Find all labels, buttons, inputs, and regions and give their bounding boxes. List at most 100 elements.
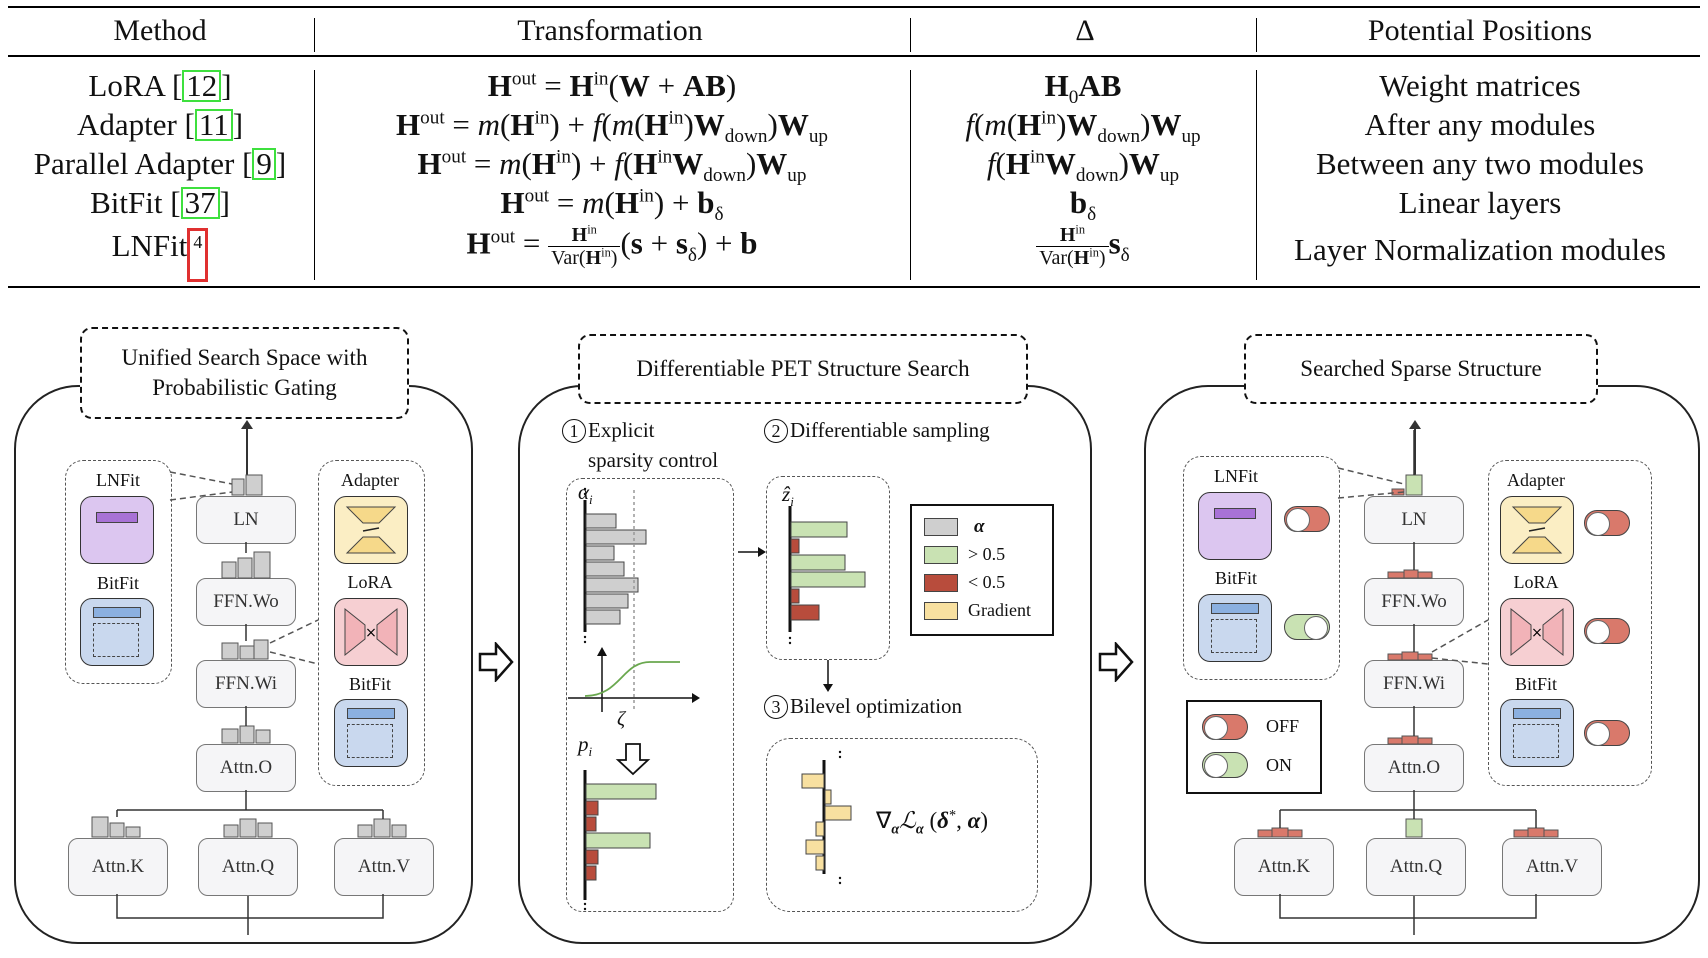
alpha-axis-label: αi xyxy=(578,480,593,506)
arrow-head xyxy=(241,420,253,429)
method-name: Adapter xyxy=(76,107,177,142)
step2-text: Differentiable sampling xyxy=(790,418,990,442)
zhat-symbol: ẑ xyxy=(782,482,791,506)
adapter-off-toggle[interactable] xyxy=(1584,510,1630,536)
position-lnfit: Layer Normalization modules xyxy=(1294,232,1666,267)
step1-line1: Explicit xyxy=(588,418,655,442)
arrow-right-icon xyxy=(1098,642,1134,682)
position-lora: Weight matrices xyxy=(1379,68,1581,103)
sparsity-control-box xyxy=(566,478,734,912)
footnote-link[interactable]: 4 xyxy=(187,228,209,282)
col-sep xyxy=(1256,70,1257,280)
col-sep xyxy=(314,70,315,280)
method-cell-bitfit: BitFit [37] xyxy=(90,185,230,220)
col-sep xyxy=(1256,18,1257,52)
legend-label-low: < 0.5 xyxy=(968,572,1006,592)
bitfit-off-toggle[interactable] xyxy=(1584,720,1630,746)
legend-label-high: > 0.5 xyxy=(968,544,1006,564)
bitfit-module-2 xyxy=(334,699,408,767)
lora-module-right: × xyxy=(1500,598,1574,666)
right-connectors xyxy=(1257,430,1559,935)
adapter-module xyxy=(334,496,408,564)
legend-swatch-low xyxy=(924,574,958,592)
gradient-formula: ∇αℒα (δ*, α) xyxy=(876,807,988,838)
bitfit-label-2: BitFit xyxy=(348,674,392,694)
attn-k-module: Attn.K xyxy=(68,838,168,896)
formula-parallel-adapter: Hout = m(Hin) + f(HinWdown)Wup xyxy=(417,146,807,187)
p-subscript: i xyxy=(588,744,593,760)
p-axis-label: pi xyxy=(578,732,593,760)
adapter-module-right xyxy=(1500,496,1574,564)
method-cell-adapter: Adapter [11] xyxy=(76,107,244,142)
lnfit-label: LNFit xyxy=(95,470,140,490)
bilevel-box xyxy=(766,738,1038,912)
attn-o-module-right: Attn.O xyxy=(1364,744,1464,792)
method-cell-lora: LoRA [12] xyxy=(88,68,232,103)
left-panel-title: Unified Search Space with Probabilistic … xyxy=(80,327,409,419)
method-name: LNFit xyxy=(111,228,188,263)
step1-number: 1 xyxy=(562,419,586,443)
right-title-text: Searched Sparse Structure xyxy=(1300,356,1542,381)
legend-swatch-high xyxy=(924,546,958,564)
attn-o-module: Attn.O xyxy=(196,744,296,792)
step1-line2: sparsity control xyxy=(588,448,719,472)
col-sep xyxy=(910,70,911,280)
adapter-label-right: Adapter xyxy=(1507,470,1565,490)
legend-label-alpha: α xyxy=(974,516,985,537)
adapter-lora-group-right xyxy=(1488,460,1652,786)
bitfit-module-right-2 xyxy=(1500,699,1574,767)
table-top-rule xyxy=(8,6,1700,8)
header-delta: Δ xyxy=(1075,14,1095,47)
lnfit-off-toggle[interactable] xyxy=(1284,506,1330,532)
zhat-axis-label: ẑi xyxy=(782,482,794,510)
svg-text:×: × xyxy=(1531,625,1543,641)
citation-link[interactable]: 11 xyxy=(194,109,233,141)
lnfit-module-right xyxy=(1198,492,1272,560)
middle-title-text: Differentiable PET Structure Search xyxy=(636,356,970,381)
lora-label-right: LoRA xyxy=(1513,572,1559,592)
left-title-text: Unified Search Space with Probabilistic … xyxy=(121,345,368,400)
ffn-wi-module: FFN.Wi xyxy=(196,660,296,708)
left-connectors xyxy=(91,471,407,935)
method-name: Parallel Adapter xyxy=(33,146,235,181)
position-adapter: After any modules xyxy=(1364,107,1596,142)
citation-link[interactable]: 37 xyxy=(180,187,220,219)
bitfit-module xyxy=(80,598,154,666)
zeta-label: ζ xyxy=(617,708,626,730)
citation-link[interactable]: 9 xyxy=(252,148,276,180)
lora-module: × xyxy=(334,598,408,666)
structure-search-panel xyxy=(518,385,1092,944)
col-sep xyxy=(314,18,315,52)
formula-lora: Hout = Hin(W + AB) xyxy=(487,68,737,103)
legend-on-toggle xyxy=(1202,752,1248,778)
zhat-subscript: i xyxy=(790,494,794,510)
formula-adapter: Hout = m(Hin) + f(m(Hin)Wdown)Wup xyxy=(395,107,829,148)
method-cell-parallel-adapter: Parallel Adapter [9] xyxy=(33,146,287,181)
lnfit-bitfit-group xyxy=(65,460,172,684)
alpha-symbol: α xyxy=(578,480,590,504)
header-method: Method xyxy=(113,14,207,47)
legend-swatch-gradient xyxy=(924,602,958,620)
bitfit-label-right-2: BitFit xyxy=(1514,674,1558,694)
header-transformation: Transformation xyxy=(517,14,703,47)
lora-off-toggle[interactable] xyxy=(1584,618,1630,644)
bitfit-on-toggle[interactable] xyxy=(1284,614,1330,640)
citation-link[interactable]: 12 xyxy=(182,70,222,102)
svg-text:×: × xyxy=(365,625,377,641)
attn-v-module-right: Attn.V xyxy=(1502,838,1602,896)
attn-v-module: Attn.V xyxy=(334,838,434,896)
method-name: BitFit xyxy=(90,185,163,220)
step3-number: 3 xyxy=(764,695,788,719)
table-header-rule xyxy=(8,55,1700,57)
arrow-head xyxy=(1409,420,1421,429)
sampling-box xyxy=(766,476,890,660)
lnfit-bitfit-group-right xyxy=(1183,456,1340,680)
delta-bitfit: bδ xyxy=(1069,185,1097,226)
bitfit-label-right: BitFit xyxy=(1214,568,1258,588)
legend-off-toggle xyxy=(1202,714,1248,740)
